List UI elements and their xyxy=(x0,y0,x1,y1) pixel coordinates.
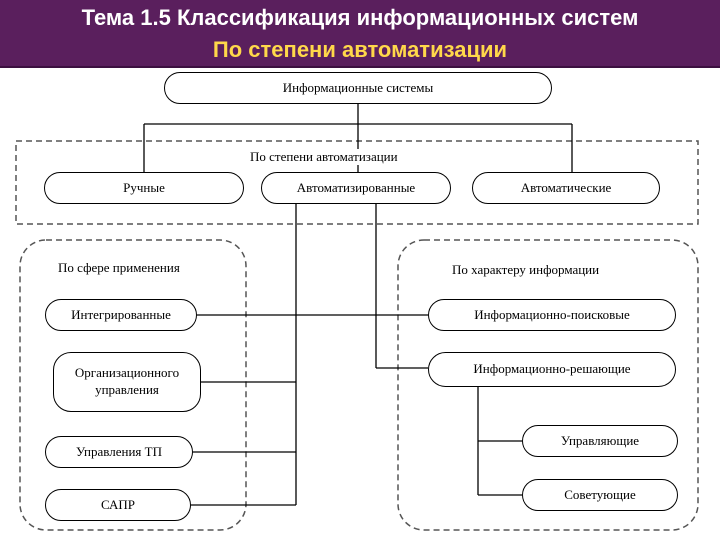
automated-node: Автоматизированные xyxy=(261,172,451,204)
advisory-node: Советующие xyxy=(522,479,678,511)
cad-node: САПР xyxy=(45,489,191,521)
controlling-node: Управляющие xyxy=(522,425,678,457)
info-decision-node: Информационно-решающие xyxy=(428,352,676,387)
integrated-node: Интегрированные xyxy=(45,299,197,331)
manual-node: Ручные xyxy=(44,172,244,204)
process-control-node: Управления ТП xyxy=(45,436,193,468)
application-group-frame xyxy=(19,239,247,531)
automation-group-label: По степени автоматизации xyxy=(246,149,402,165)
root-node: Информационные системы xyxy=(164,72,552,104)
application-group-label: По сфере применения xyxy=(54,260,184,276)
information-group-frame xyxy=(397,239,699,531)
information-group-label: По характеру информации xyxy=(448,262,604,278)
automation-group-frame xyxy=(15,140,699,225)
org-management-node: Организационного управления xyxy=(53,352,201,412)
automatic-node: Автоматические xyxy=(472,172,660,204)
slide-header: Тема 1.5 Классификация информационных си… xyxy=(0,0,720,68)
slide-title: Тема 1.5 Классификация информационных си… xyxy=(81,5,639,30)
slide-subtitle: По степени автоматизации xyxy=(212,37,508,62)
info-search-node: Информационно-поисковые xyxy=(428,299,676,331)
